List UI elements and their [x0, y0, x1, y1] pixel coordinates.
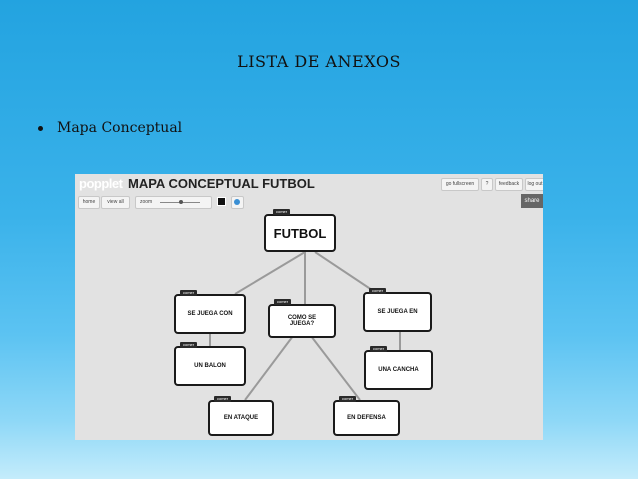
node-en-ataque-tag: comer	[214, 396, 232, 402]
node-futbol[interactable]: FUTBOL	[264, 214, 336, 252]
board-title: MAPA CONCEPTUAL FUTBOL	[128, 176, 315, 191]
node-se-juega-en-tag: comer	[369, 288, 387, 294]
node-se-juega-con[interactable]: SE JUEGA CON	[174, 294, 246, 334]
zoom-control[interactable]: zoom	[135, 196, 212, 209]
node-un-balon[interactable]: UN BALON	[174, 346, 246, 386]
logout-button[interactable]: log out	[525, 178, 543, 191]
node-una-cancha-tag: comer	[370, 346, 388, 352]
node-en-defensa[interactable]: EN DEFENSA	[333, 400, 400, 436]
node-futbol-tag: comer	[273, 209, 291, 215]
feedback-button[interactable]: feedback	[495, 178, 523, 191]
bullet-text: Mapa Conceptual	[57, 120, 183, 136]
bullet-dot-icon	[38, 125, 43, 131]
connector-futbol-seJuegaEn	[314, 251, 376, 293]
node-en-defensa-tag: comer	[339, 396, 357, 402]
connector-comoSeJuega-enDefensa	[310, 335, 361, 401]
popplet-toolbar: home view all zoom	[75, 196, 543, 210]
help-button[interactable]: ?	[481, 178, 493, 191]
node-un-balon-tag: comer	[180, 342, 198, 348]
node-como-se-juega-tag: comer	[274, 299, 292, 305]
node-como-se-juega[interactable]: COMO SE JUEGA?	[268, 304, 336, 338]
zoom-slider-handle[interactable]	[179, 200, 183, 204]
popplet-screenshot: popplet MAPA CONCEPTUAL FUTBOL go fullsc…	[75, 174, 543, 440]
share-button[interactable]: share	[521, 194, 543, 208]
slide-title: LISTA DE ANEXOS	[237, 52, 401, 71]
node-en-ataque[interactable]: EN ATAQUE	[208, 400, 274, 436]
node-se-juega-en[interactable]: SE JUEGA EN	[363, 292, 432, 332]
node-se-juega-con-tag: comer	[180, 290, 198, 296]
popplet-topbar: popplet MAPA CONCEPTUAL FUTBOL go fullsc…	[75, 174, 543, 194]
connector-comoSeJuega-enAtaque	[244, 335, 294, 401]
fullscreen-button[interactable]: go fullscreen	[441, 178, 479, 191]
home-button[interactable]: home	[78, 196, 100, 209]
bullet-item: Mapa Conceptual	[38, 120, 182, 136]
node-una-cancha[interactable]: UNA CANCHA	[364, 350, 433, 390]
gear-icon	[234, 199, 240, 205]
view-all-button[interactable]: view all	[101, 196, 130, 209]
color-swatch-icon[interactable]	[217, 197, 226, 206]
popplet-logo: popplet	[79, 176, 123, 191]
settings-button[interactable]	[231, 196, 244, 209]
zoom-label: zoom	[140, 199, 153, 205]
connector-futbol-seJuegaCon	[234, 251, 306, 295]
connector-lines	[209, 251, 401, 401]
